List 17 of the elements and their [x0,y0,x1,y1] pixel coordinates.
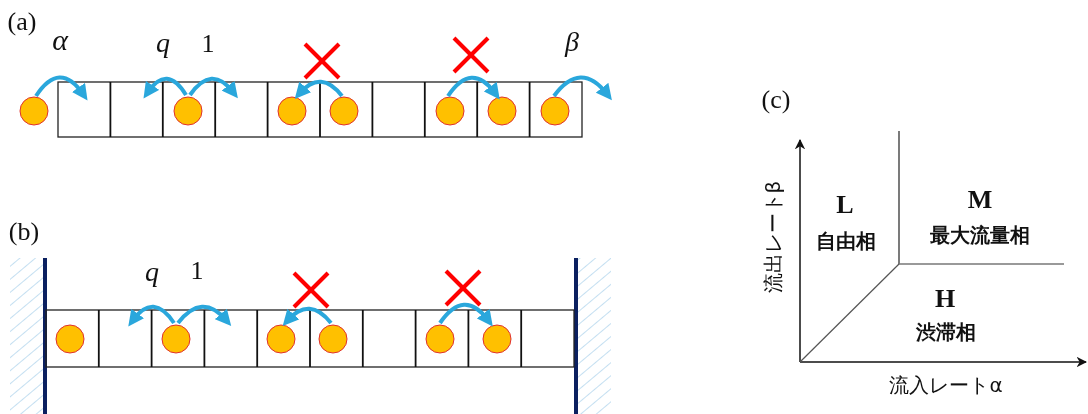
axis-label: 流出レートβ [763,180,783,294]
panel-label: (a) [7,9,37,35]
phase-name: 最大流量相 [930,225,1030,245]
rate-label: α [52,25,68,55]
panel-label: (c) [761,87,791,113]
phase-letter: L [836,192,854,218]
panel-label: (b) [8,219,40,245]
rate-label: 1 [201,31,215,57]
phase-name: 自由相 [816,231,876,251]
phase-letter: H [934,286,956,312]
rate-label: β [565,28,579,56]
rate-label: q [156,29,170,57]
axis-label: 流入レートα [889,375,1003,395]
rate-label: 1 [190,258,204,284]
rate-label: q [145,258,159,286]
phase-letter: M [967,187,993,213]
phase-name: 渋滞相 [916,322,976,342]
